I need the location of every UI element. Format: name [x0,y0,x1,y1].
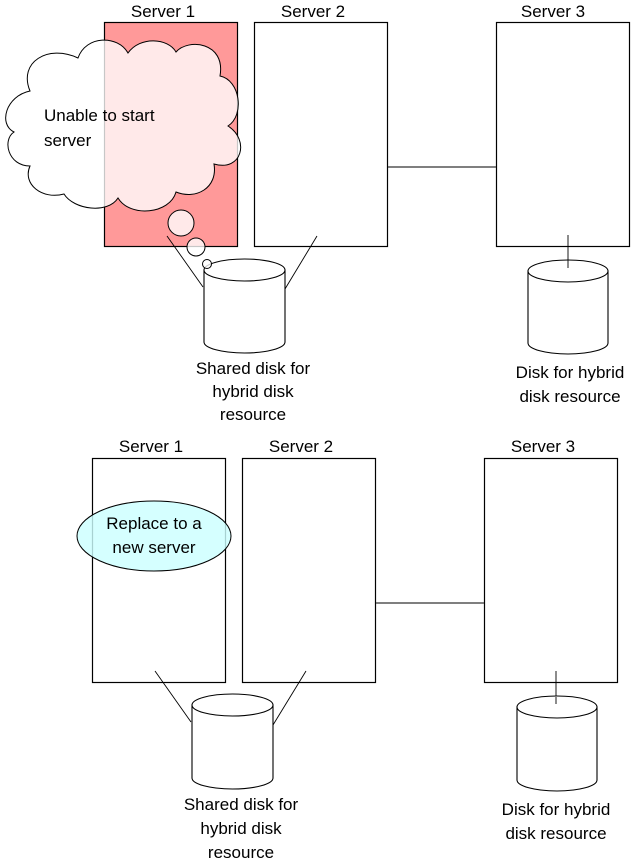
bottom-local-disk-label-line-2: disk resource [505,824,606,843]
top-server-2-label: Server 2 [281,2,345,21]
replace-note-ellipse-icon [76,500,232,572]
top-shared-disk-icon[interactable] [203,258,286,354]
bottom-scenario: Server 1 Server 2 Server 3 Shared disk f… [76,437,619,861]
bottom-shared-disk-label-line-2: hybrid disk [200,819,282,838]
top-server-3-box[interactable] [495,21,631,248]
bottom-local-disk-label-line-1: Disk for hybrid [502,800,611,819]
bottom-callout-line-2: new server [112,538,195,557]
bottom-callout-line-1: Replace to a [106,514,202,533]
top-local-disk-label-line-1: Disk for hybrid [516,363,625,382]
top-error-callout: Unable to start server [5,39,242,269]
top-callout-line-1: Unable to start [44,106,155,125]
thought-bubble-small [202,259,212,269]
bottom-server-3-box[interactable] [483,457,619,684]
top-server-1-disk-connector [166,235,204,288]
top-shared-disk-label-line-2: hybrid disk [212,382,294,401]
top-local-disk-label-line-2: disk resource [519,387,620,406]
bottom-shared-disk-label-line-1: Shared disk for [184,795,299,814]
bottom-server-2-box[interactable] [241,457,377,684]
top-server-2-box[interactable] [253,21,389,248]
top-server-2-disk-connector [284,235,318,290]
bottom-server-1-label: Server 1 [119,437,183,456]
bottom-server-2-disk-connector [272,670,307,726]
bottom-shared-disk-label-line-3: resource [208,843,274,861]
top-server-1-label: Server 1 [131,2,195,21]
thought-bubble-large [167,209,195,237]
top-shared-disk-label-line-1: Shared disk for [196,359,311,378]
thought-bubble-medium [186,237,206,257]
bottom-server-2-label: Server 2 [269,437,333,456]
bottom-replace-callout: Replace to a new server [76,500,232,572]
top-callout-line-2: server [44,131,92,150]
thought-cloud-icon [5,39,242,212]
top-server-3-label: Server 3 [521,2,585,21]
top-scenario: Server 1 Server 2 Server 3 Shared disk f… [5,2,631,424]
top-shared-disk-label-line-3: resource [220,405,286,424]
bottom-local-disk-icon[interactable] [516,695,598,792]
bottom-server-3-label: Server 3 [511,437,575,456]
top-local-disk-icon[interactable] [527,259,609,355]
bottom-server-1-disk-connector [154,670,192,723]
bottom-shared-disk-icon[interactable] [191,693,274,790]
